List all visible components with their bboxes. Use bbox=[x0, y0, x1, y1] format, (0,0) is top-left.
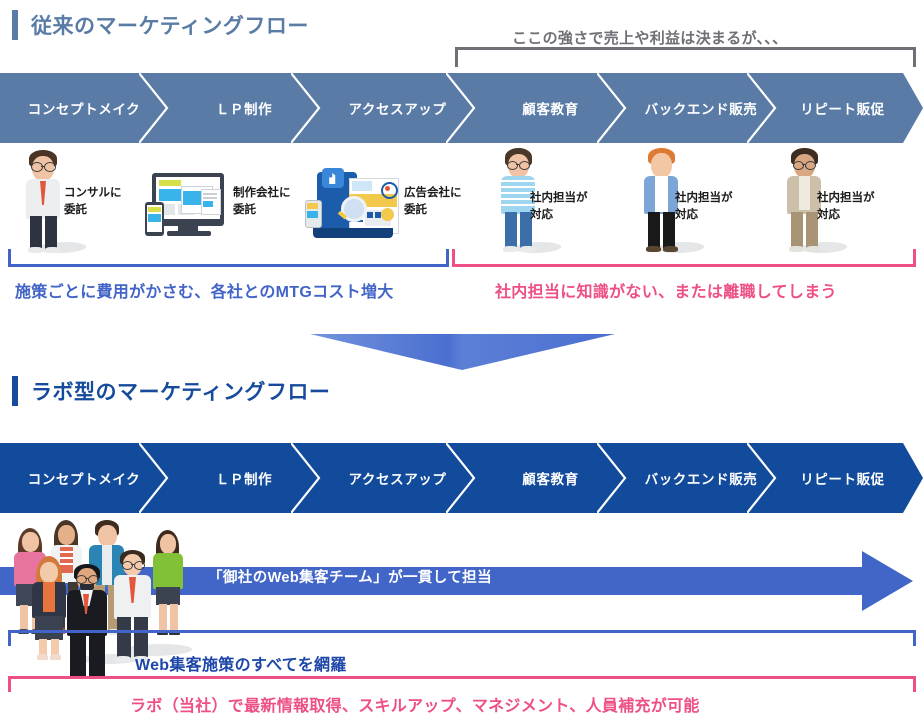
stage-separator-icon bbox=[291, 73, 321, 143]
flow-bar-legacy: コンセプトメイク ＬＰ制作 アクセスアップ 顧客教育 バックエンド販売 リピート… bbox=[0, 73, 923, 143]
flow-stage-legacy-2[interactable]: ＬＰ制作 bbox=[168, 73, 321, 143]
actor-label-production-line2: 委託 bbox=[233, 203, 256, 216]
flow-stage-legacy-1-label: コンセプトメイク bbox=[27, 102, 141, 117]
legacy-left-bracket bbox=[8, 249, 449, 282]
flow-stage-lab-6-label: リピート販促 bbox=[800, 472, 885, 487]
section-title-legacy-text: 従来のマーケティングフロー bbox=[31, 15, 309, 38]
flow-stage-lab-2[interactable]: ＬＰ制作 bbox=[168, 443, 321, 513]
section-accent-bar-lab bbox=[12, 376, 18, 406]
flow-stage-lab-6[interactable]: リピート販促 bbox=[776, 443, 923, 513]
person-internal-staff-2-icon bbox=[632, 148, 708, 256]
actor-label-ad-agency-line1: 広告会社に bbox=[404, 187, 462, 199]
stage-separator-icon bbox=[597, 73, 627, 143]
actor-label-internal-3: 社内担当が 対応 bbox=[817, 190, 875, 223]
actor-label-consultant-line1: コンサルに bbox=[64, 187, 122, 199]
flow-stage-legacy-4[interactable]: 顧客教育 bbox=[475, 73, 627, 143]
ad-agency-analytics-icon bbox=[305, 168, 399, 246]
section-title-legacy: 従来のマーケティングフロー bbox=[12, 10, 309, 40]
flow-stage-legacy-5-label: バックエンド販売 bbox=[644, 102, 758, 117]
section-title-lab-text: ラボ型のマーケティングフロー bbox=[31, 381, 331, 404]
actor-label-internal-3-line1: 社内担当が bbox=[817, 192, 875, 204]
actor-label-internal-2: 社内担当が 対応 bbox=[675, 190, 733, 223]
flow-stage-legacy-5[interactable]: バックエンド販売 bbox=[626, 73, 777, 143]
lab-bottom-bracket bbox=[8, 676, 916, 692]
flow-stage-legacy-6-label: リピート販促 bbox=[800, 102, 885, 117]
flow-stage-lab-5-label: バックエンド販売 bbox=[644, 472, 758, 487]
flow-stage-lab-3-label: アクセスアップ bbox=[348, 472, 447, 487]
flow-stage-lab-3[interactable]: アクセスアップ bbox=[320, 443, 476, 513]
lab-caption-coverage: Web集客施策のすべてを網羅 bbox=[135, 657, 347, 674]
flow-bar-lab: コンセプトメイク ＬＰ制作 アクセスアップ 顧客教育 バックエンド販売 リピート… bbox=[0, 443, 923, 513]
actor-label-internal-1-line1: 社内担当が bbox=[530, 192, 588, 204]
flow-stage-lab-2-label: ＬＰ制作 bbox=[215, 472, 273, 487]
legacy-caption-right: 社内担当に知識がない、または離職してしまう bbox=[495, 284, 837, 301]
legacy-right-bracket bbox=[452, 249, 916, 282]
flow-stage-legacy-2-label: ＬＰ制作 bbox=[215, 102, 273, 117]
flow-stage-lab-1[interactable]: コンセプトメイク bbox=[0, 443, 169, 513]
legacy-top-note-bracket bbox=[455, 47, 916, 67]
actor-label-internal-1: 社内担当が 対応 bbox=[530, 190, 588, 223]
actor-label-ad-agency: 広告会社に 委託 bbox=[404, 185, 462, 218]
actor-label-internal-2-line1: 社内担当が bbox=[675, 192, 733, 204]
actor-label-production: 制作会社に 委託 bbox=[233, 185, 291, 218]
section-accent-bar-legacy bbox=[12, 10, 18, 40]
flow-stage-lab-4[interactable]: 顧客教育 bbox=[475, 443, 627, 513]
person-internal-staff-3-icon bbox=[775, 148, 851, 256]
actor-label-internal-3-line2: 対応 bbox=[817, 208, 840, 221]
transition-down-arrow-icon bbox=[310, 332, 615, 372]
stage-separator-icon bbox=[139, 73, 169, 143]
lab-coverage-bracket bbox=[8, 630, 916, 646]
actor-label-production-line1: 制作会社に bbox=[233, 187, 291, 199]
flow-stage-legacy-1[interactable]: コンセプトメイク bbox=[0, 73, 169, 143]
stage-separator-icon bbox=[446, 443, 476, 513]
actor-label-ad-agency-line2: 委託 bbox=[404, 203, 427, 216]
stage-separator-icon bbox=[597, 443, 627, 513]
flow-stage-lab-4-label: 顧客教育 bbox=[522, 472, 579, 487]
person-consultant-icon bbox=[14, 150, 90, 255]
stage-separator-icon bbox=[291, 443, 321, 513]
legacy-top-note-text: ここの強さで売上や利益は決まるが、、、 bbox=[512, 30, 788, 47]
actor-label-internal-2-line2: 対応 bbox=[675, 208, 698, 221]
stage-separator-icon bbox=[139, 443, 169, 513]
legacy-caption-left: 施策ごとに費用がかさむ、各社とのMTGコスト増大 bbox=[15, 284, 394, 301]
web-production-monitor-icon bbox=[145, 173, 230, 243]
flow-stage-legacy-6[interactable]: リピート販促 bbox=[776, 73, 923, 143]
lab-caption-bottom: ラボ（当社）で最新情報取得、スキルアップ、マネジメント、人員補充が可能 bbox=[130, 698, 700, 715]
flow-stage-legacy-3[interactable]: アクセスアップ bbox=[320, 73, 476, 143]
actor-label-consultant: コンサルに 委託 bbox=[64, 185, 122, 218]
section-title-lab: ラボ型のマーケティングフロー bbox=[12, 376, 330, 406]
actor-label-internal-1-line2: 対応 bbox=[530, 208, 553, 221]
person-internal-staff-1-icon bbox=[489, 148, 565, 256]
unified-team-arrow-label: 「御社のWeb集客チーム」が一貫して担当 bbox=[208, 570, 492, 586]
stage-separator-icon bbox=[446, 73, 476, 143]
flow-stage-lab-1-label: コンセプトメイク bbox=[27, 472, 141, 487]
flow-stage-lab-5[interactable]: バックエンド販売 bbox=[626, 443, 777, 513]
flow-stage-legacy-3-label: アクセスアップ bbox=[348, 102, 447, 117]
team-group-icon bbox=[10, 520, 210, 678]
actor-label-consultant-line2: 委託 bbox=[64, 203, 87, 216]
unified-team-arrow-icon bbox=[0, 551, 913, 611]
flow-stage-legacy-4-label: 顧客教育 bbox=[522, 102, 579, 117]
